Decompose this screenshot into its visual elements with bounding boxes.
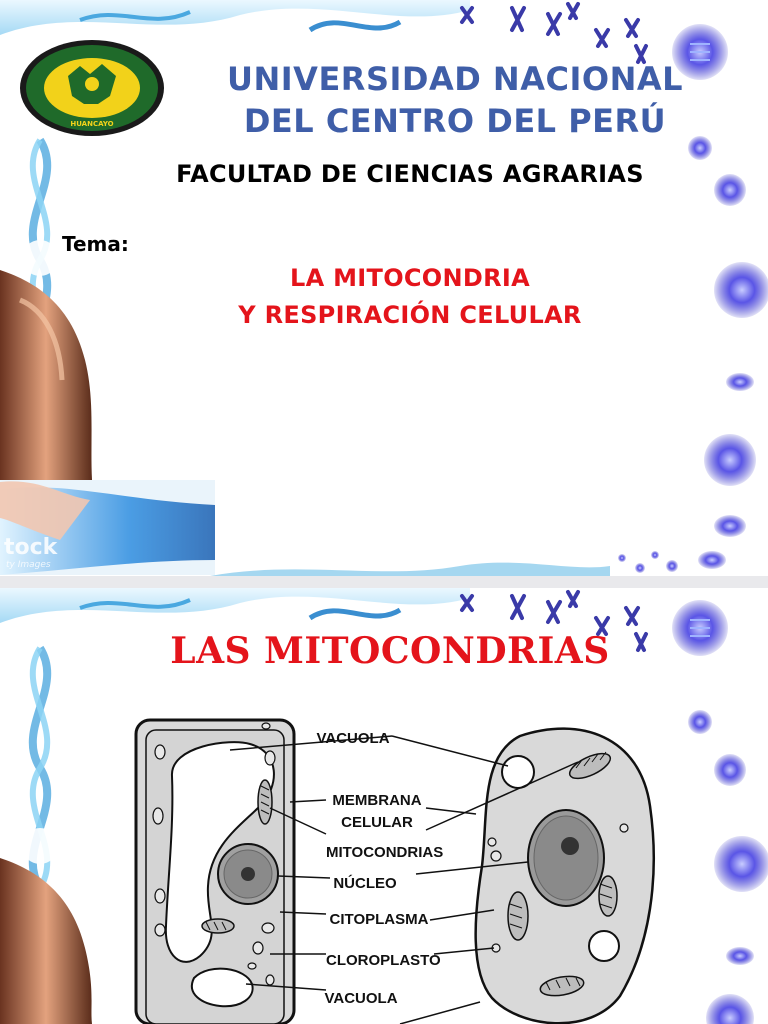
cell-diagram [130,716,660,1024]
label-vacuola-bottom: VACUOLA [306,988,416,1010]
stock-watermark-sub: ty Images [6,560,51,570]
label-nucleo: NÚCLEO [310,873,420,895]
university-seal-icon: HUANCAYO [18,38,166,138]
stock-watermark: tock [4,535,57,560]
label-cloroplasto: CLOROPLASTO [326,950,436,972]
animal-vacuole-2 [589,931,619,961]
logo-city-text: HUANCAYO [70,120,113,128]
topic-title: LA MITOCONDRIA Y RESPIRACIÓN CELULAR [160,260,660,334]
label-vacuola-top: VACUOLA [298,728,408,750]
slide-separator [0,576,768,588]
topic-title-line1: LA MITOCONDRIA [160,260,660,297]
plant-vacuole-small [192,969,253,1007]
topic-title-line2: Y RESPIRACIÓN CELULAR [160,297,660,334]
faculty-heading: FACULTAD DE CIENCIAS AGRARIAS [100,160,720,188]
tema-label: Tema: [62,232,129,256]
label-membrana-celular: MEMBRANA CELULAR [322,790,432,834]
animal-cell [476,729,654,1024]
label-membrana-line1: MEMBRANA [322,790,432,812]
university-title-line1: UNIVERSIDAD NACIONAL [205,58,705,100]
label-mitocondrias: MITOCONDRIAS [326,842,436,864]
title-slide: HUANCAYO UNIVERSIDAD NACIONAL DEL CENTRO… [0,0,768,576]
slide-title: LAS MITOCONDRIAS [100,630,680,672]
label-citoplasma: CITOPLASMA [324,909,434,931]
mitochondria-slide: LAS MITOCONDRIAS [0,588,768,1024]
university-title-line2: DEL CENTRO DEL PERÚ [205,100,705,142]
plant-cell [136,720,294,1024]
university-title: UNIVERSIDAD NACIONAL DEL CENTRO DEL PERÚ [205,58,705,142]
label-membrana-line2: CELULAR [322,812,432,834]
